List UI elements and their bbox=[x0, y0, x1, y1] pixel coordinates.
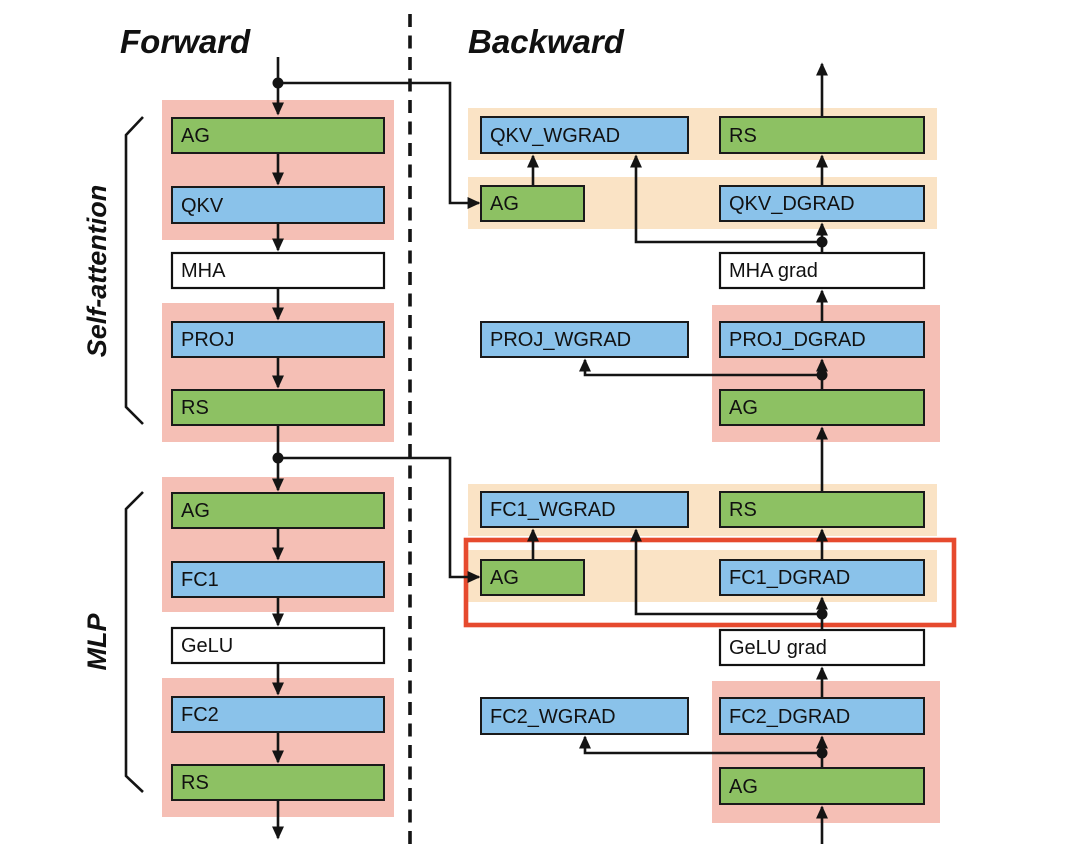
fwd-proj-box bbox=[171, 321, 385, 358]
bwd-proj-wgrad-label: PROJ_WGRAD bbox=[490, 329, 631, 351]
bwd-gelu-grad-label: GeLU grad bbox=[729, 637, 827, 659]
bwd-fc1-wgrad-label: FC1_WGRAD bbox=[490, 499, 616, 521]
bwd-ag-box-attn-lower bbox=[719, 389, 925, 426]
bwd-mha-grad-box bbox=[718, 251, 926, 290]
branch-gelu-grad-to-fc1-wgrad bbox=[630, 528, 822, 616]
bwd-proj-dgrad-label: PROJ_DGRAD bbox=[729, 329, 866, 351]
branch-fwd-mid-to-bwd-ag-lower bbox=[278, 456, 481, 583]
bwd-qkv-wgrad-label: QKV_WGRAD bbox=[490, 125, 620, 147]
bwd-fc1-dgrad-box bbox=[719, 559, 925, 596]
bwd-mha-grad-label: MHA grad bbox=[729, 260, 818, 282]
bwd-qkv-dgrad-box bbox=[719, 185, 925, 222]
bwd-fc2-wgrad-box bbox=[480, 697, 689, 735]
fwd-fc2-label: FC2 bbox=[181, 704, 219, 726]
bwd-ag-box-mlp-lower bbox=[719, 767, 925, 805]
fwd-gelu-box bbox=[170, 626, 386, 665]
fwd-ag-box-mlp bbox=[171, 492, 385, 529]
bwd-fc2-wgrad-label: FC2_WGRAD bbox=[490, 706, 616, 728]
fwd-rs-box-attn bbox=[171, 389, 385, 426]
forward-column: AG QKV MHA PROJ RS AG FC1 GeLU FC2 RS bbox=[170, 117, 386, 801]
bwd-rs-attn-label: RS bbox=[729, 125, 757, 147]
self-attention-section: Self-attention bbox=[82, 116, 144, 425]
mlp-section: MLP bbox=[82, 491, 144, 793]
bwd-qkv-dgrad-label: QKV_DGRAD bbox=[729, 193, 855, 215]
backward-column: QKV_WGRAD RS AG QKV_DGRAD MHA grad PROJ_… bbox=[480, 116, 926, 805]
fwd-qkv-box bbox=[171, 186, 385, 224]
fwd-ag-mlp-label: AG bbox=[181, 500, 210, 522]
red-highlight-rectangle bbox=[463, 537, 957, 628]
bwd-ag-attn-upper-label: AG bbox=[490, 193, 519, 215]
fwd-proj-label: PROJ bbox=[181, 329, 234, 351]
fwd-fc1-label: FC1 bbox=[181, 569, 219, 591]
bwd-ag-mlp-upper-label: AG bbox=[490, 567, 519, 589]
branch-mha-grad-to-qkv-wgrad bbox=[630, 154, 822, 244]
fwd-rs-box-mlp bbox=[171, 764, 385, 801]
bwd-ag-box-attn-upper bbox=[480, 185, 585, 222]
branch-ag-to-proj-wgrad bbox=[579, 358, 822, 377]
self-attention-bracket bbox=[124, 116, 144, 425]
branch-fwd-input-to-bwd-ag-upper bbox=[278, 81, 481, 209]
backward-title: Backward bbox=[468, 23, 625, 60]
fwd-ag-box-attn bbox=[171, 117, 385, 154]
fwd-rs-attn-label: RS bbox=[181, 397, 209, 419]
bwd-rs-box-mlp bbox=[719, 491, 925, 528]
bwd-proj-dgrad-box bbox=[719, 321, 925, 358]
fwd-rs-mlp-label: RS bbox=[181, 772, 209, 794]
bwd-fc2-dgrad-label: FC2_DGRAD bbox=[729, 706, 850, 728]
branch-ag-to-fc2-wgrad bbox=[579, 735, 822, 755]
fwd-mha-label: MHA bbox=[181, 260, 226, 282]
bwd-fc1-dgrad-label: FC1_DGRAD bbox=[729, 567, 850, 589]
forward-title: Forward bbox=[120, 23, 251, 60]
bwd-rs-mlp-label: RS bbox=[729, 499, 757, 521]
bwd-ag-attn-lower-label: AG bbox=[729, 397, 758, 419]
fwd-ag-attn-label: AG bbox=[181, 125, 210, 147]
bwd-gelu-grad-box bbox=[718, 628, 926, 667]
fwd-fc1-box bbox=[171, 561, 385, 598]
fwd-qkv-label: QKV bbox=[181, 195, 224, 217]
fwd-fc2-box bbox=[171, 696, 385, 733]
bwd-proj-wgrad-box bbox=[480, 321, 689, 358]
bwd-ag-box-mlp-upper bbox=[480, 559, 585, 596]
mlp-bracket bbox=[124, 491, 144, 793]
forward-flow-arrows bbox=[272, 57, 481, 840]
fwd-mha-box bbox=[170, 251, 386, 290]
self-attention-label: Self-attention bbox=[82, 185, 112, 358]
bwd-fc1-wgrad-box bbox=[480, 491, 689, 528]
bwd-qkv-wgrad-box bbox=[480, 116, 689, 154]
bwd-fc2-dgrad-box bbox=[719, 697, 925, 735]
bwd-rs-box-attn bbox=[719, 116, 925, 154]
bwd-ag-mlp-lower-label: AG bbox=[729, 776, 758, 798]
fwd-gelu-label: GeLU bbox=[181, 635, 233, 657]
backward-flow-arrows bbox=[527, 62, 828, 844]
mlp-label: MLP bbox=[82, 613, 112, 671]
